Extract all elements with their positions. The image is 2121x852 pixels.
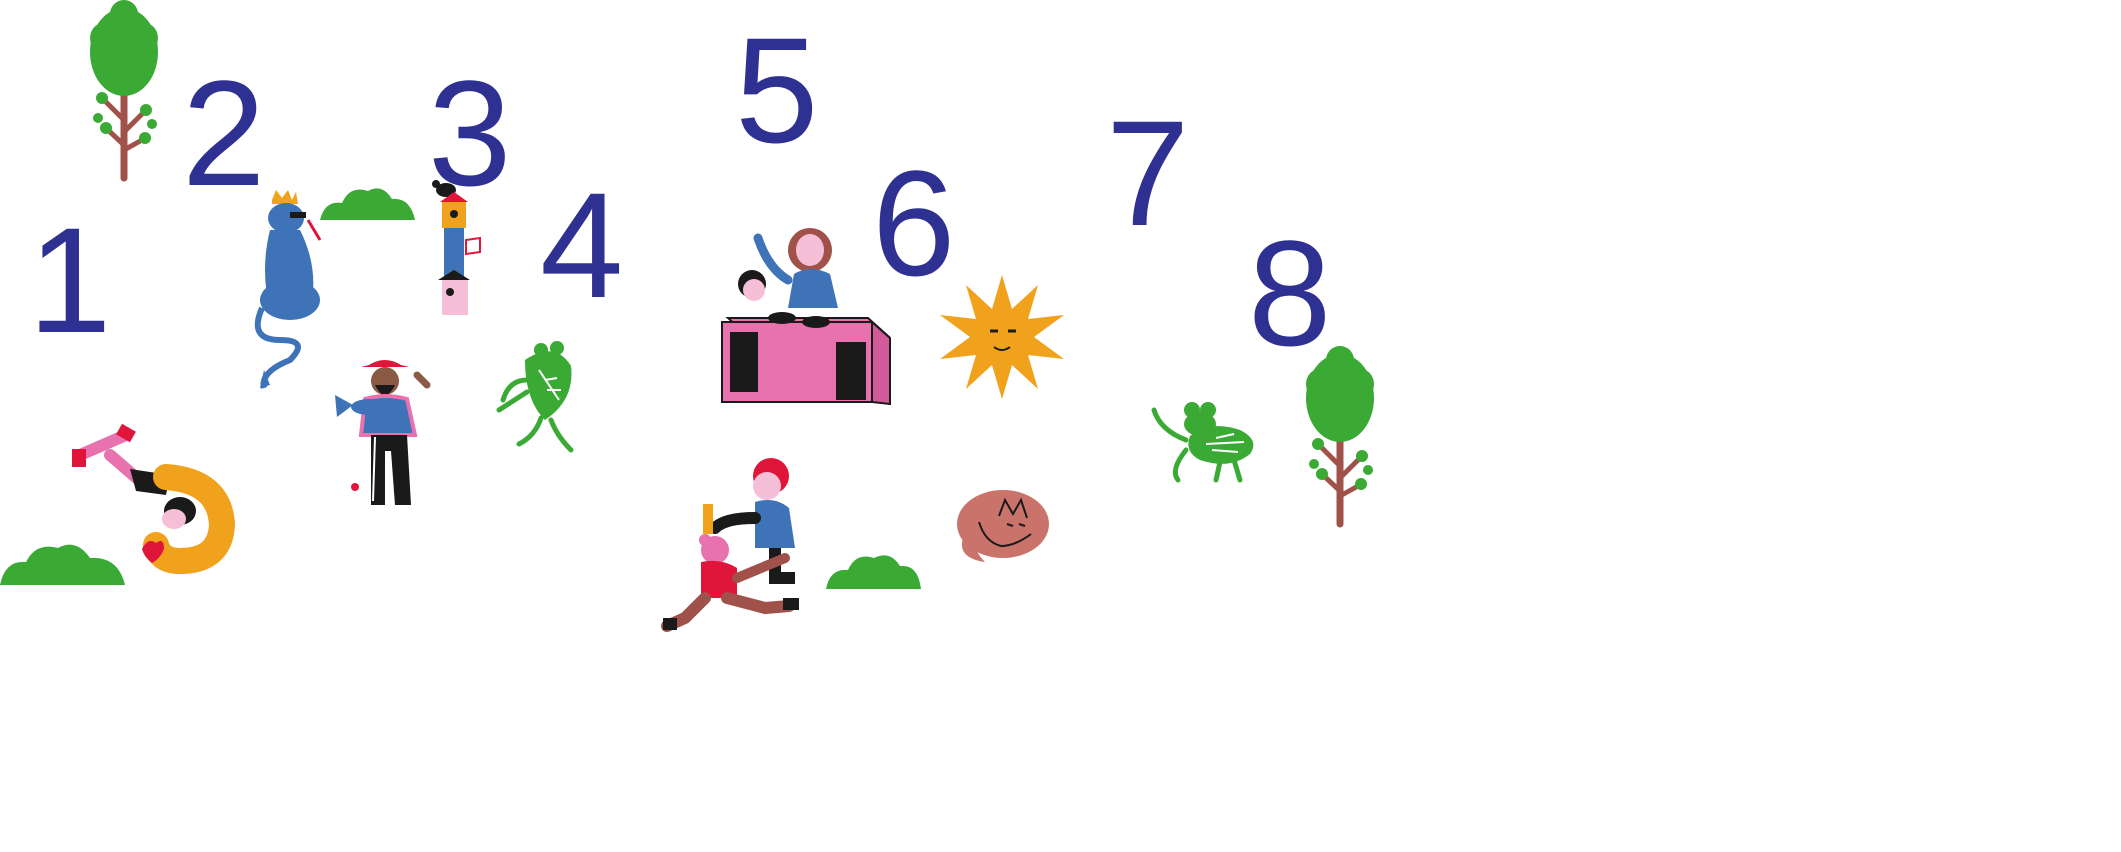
sun-with-face <box>940 275 1065 400</box>
number-7: 7 <box>1106 89 1190 257</box>
dj-booth-with-two-djs <box>718 228 898 408</box>
number-6: 6 <box>872 139 956 307</box>
bush-bottom-left <box>0 540 125 586</box>
tree-left <box>88 0 163 182</box>
two-kids-playing <box>655 458 815 633</box>
bush-top <box>320 185 415 221</box>
number-8: 8 <box>1248 209 1332 377</box>
green-lizard <box>1150 400 1260 485</box>
number-1: 1 <box>28 196 112 364</box>
birdhouse-with-crow <box>430 180 500 320</box>
sleeping-cat <box>955 488 1050 566</box>
number-4: 4 <box>540 161 624 329</box>
bush-bottom-middle <box>826 552 921 590</box>
tree-right <box>1304 346 1379 528</box>
number-2: 2 <box>182 49 266 217</box>
number-5: 5 <box>735 6 819 174</box>
man-with-red-hat-and-fish <box>335 355 435 515</box>
green-dancing-creature <box>495 340 580 455</box>
number-3: 3 <box>428 49 512 217</box>
person-lying-drawing-heart <box>70 423 236 575</box>
blue-lion-with-crown <box>250 190 330 390</box>
